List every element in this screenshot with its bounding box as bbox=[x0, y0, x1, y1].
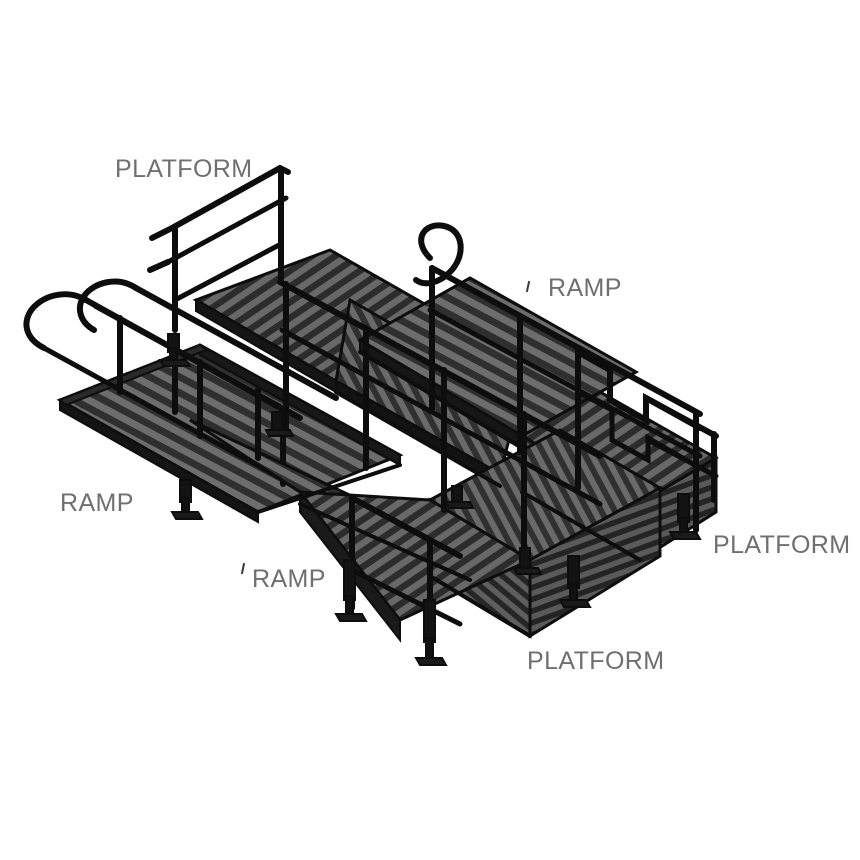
frame-bracing bbox=[256, 350, 642, 638]
label-ramp-left: RAMP bbox=[60, 489, 134, 517]
right-mid-rail bbox=[427, 307, 703, 459]
brace-3 bbox=[358, 350, 524, 450]
brace-4 bbox=[298, 502, 472, 582]
lower-center-top-rail bbox=[349, 495, 463, 559]
adjustable-leg bbox=[668, 493, 702, 540]
left-upper-top-rail bbox=[93, 303, 303, 421]
guardrail-return-top-left-b bbox=[147, 259, 171, 273]
label-ramp-lower-center: RAMP bbox=[252, 565, 326, 593]
adjustable-leg bbox=[444, 485, 475, 509]
handrail-top-rail-left-near bbox=[133, 285, 339, 401]
platform-right-guardrail bbox=[643, 395, 719, 503]
structure-group bbox=[23, 165, 719, 666]
adjustable-leg bbox=[158, 333, 192, 367]
lower-center-bottom-rail bbox=[349, 567, 463, 627]
adjustable-leg bbox=[512, 547, 543, 575]
label-platform-right: PLATFORM bbox=[713, 531, 851, 559]
guardrail-return-top-left bbox=[149, 225, 175, 241]
platform-right-rail-top bbox=[643, 395, 719, 439]
right-top-rail bbox=[429, 265, 703, 417]
adjustable-leg bbox=[264, 411, 295, 437]
platform-right-rail-mid bbox=[645, 437, 719, 479]
label-ramp-upper-right: RAMP bbox=[548, 274, 622, 302]
label-platform-top-left: PLATFORM bbox=[115, 155, 253, 183]
ramp-left-handrail-near bbox=[76, 278, 339, 401]
brace-2 bbox=[334, 390, 502, 488]
brace-6 bbox=[520, 490, 642, 562]
handrail-return-curve-left-lower bbox=[76, 278, 139, 333]
adjustable-leg bbox=[170, 479, 204, 520]
guardrail-top-rail-upper bbox=[169, 165, 283, 231]
ramp-left-fascia bbox=[59, 398, 259, 524]
handrail-return-curve-left-upper bbox=[23, 291, 89, 351]
adjustable-leg bbox=[414, 599, 448, 666]
adjustable-leg bbox=[334, 559, 368, 622]
brace-5 bbox=[428, 574, 532, 638]
guardrail-mid-rail-upper bbox=[165, 195, 289, 265]
label-platform-bottom: PLATFORM bbox=[527, 647, 665, 675]
platform-top-left-guardrail bbox=[147, 165, 291, 333]
brace-1 bbox=[256, 463, 402, 514]
adjustable-leg bbox=[558, 555, 592, 608]
handrail-mid-rail-left-far bbox=[41, 345, 289, 484]
center-guardrail-run bbox=[277, 279, 603, 555]
adjustable-legs-group bbox=[158, 333, 702, 666]
guardrail-bottom-tie bbox=[172, 241, 284, 303]
ramp-left-assembly bbox=[56, 343, 404, 524]
center-top-rail bbox=[277, 279, 603, 459]
